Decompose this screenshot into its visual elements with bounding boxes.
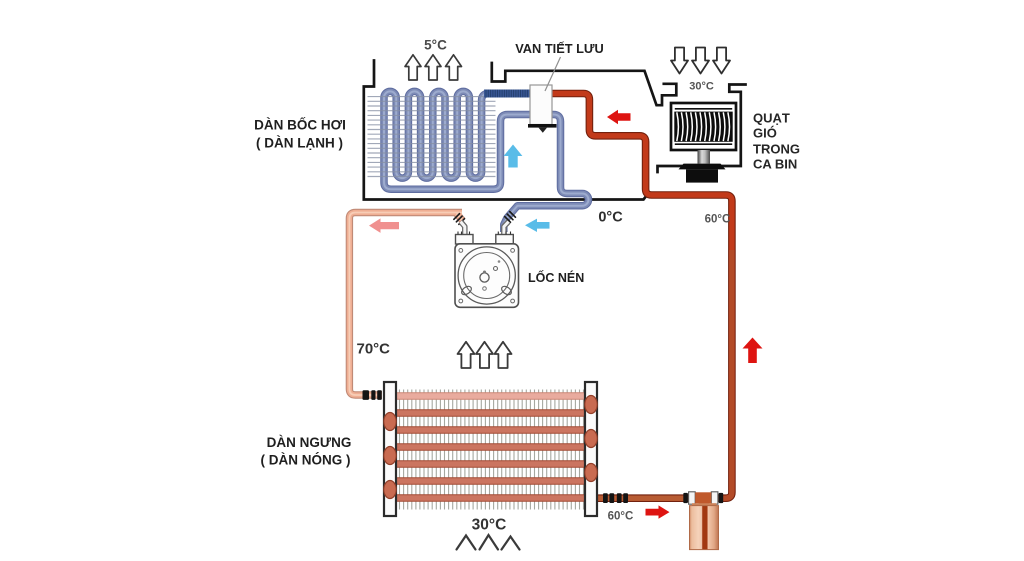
svg-text:GIÓ: GIÓ xyxy=(753,126,777,141)
svg-text:VAN TIẾT LƯU: VAN TIẾT LƯU xyxy=(515,41,604,56)
svg-text:60°C: 60°C xyxy=(705,214,731,226)
svg-text:QUẠT: QUẠT xyxy=(753,111,790,126)
svg-text:DÀN NGƯNG: DÀN NGƯNG xyxy=(267,435,352,450)
svg-text:30°C: 30°C xyxy=(472,517,507,534)
svg-text:DÀN BỐC HƠI: DÀN BỐC HƠI xyxy=(254,118,346,133)
svg-text:( DÀN LẠNH ): ( DÀN LẠNH ) xyxy=(256,136,343,151)
svg-text:30°C: 30°C xyxy=(689,81,714,93)
svg-text:5°C: 5°C xyxy=(424,38,447,53)
svg-text:0°C: 0°C xyxy=(598,210,623,226)
svg-text:60°C: 60°C xyxy=(608,511,634,523)
svg-text:70°C: 70°C xyxy=(357,341,391,358)
svg-text:CA BIN: CA BIN xyxy=(753,157,797,172)
svg-text:( DÀN NÓNG ): ( DÀN NÓNG ) xyxy=(261,453,351,468)
svg-text:TRONG: TRONG xyxy=(753,142,800,157)
svg-text:LỐC NÉN: LỐC NÉN xyxy=(528,270,584,285)
